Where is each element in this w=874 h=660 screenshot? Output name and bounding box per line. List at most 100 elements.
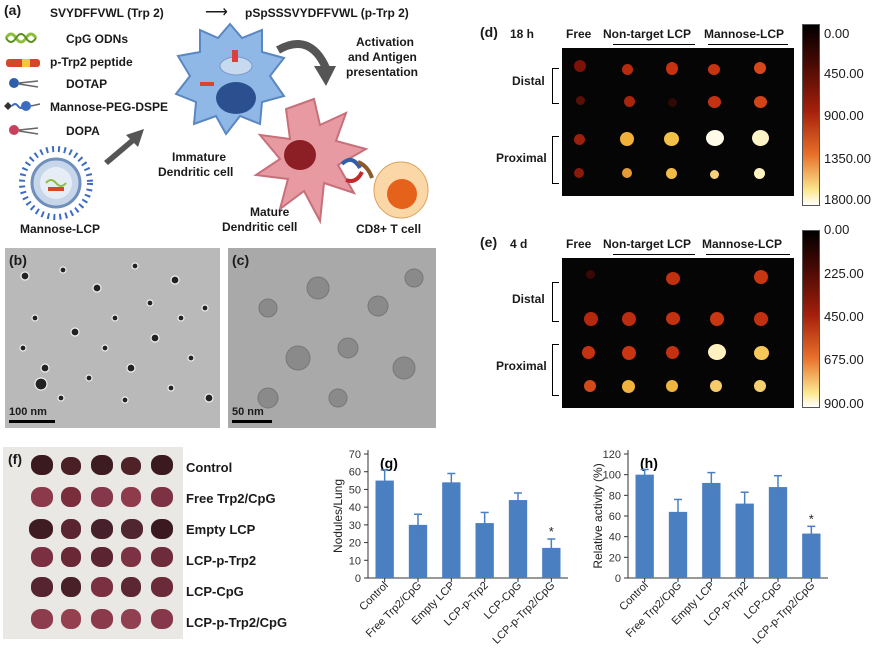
dotap-icon	[9, 78, 19, 88]
panel-e-col-mannose: Mannose-LCP	[702, 237, 783, 251]
panel-e-mannose-line	[706, 254, 790, 255]
chart-g-bar	[442, 482, 461, 578]
chart-h-ytick-label: 40	[609, 532, 621, 544]
activation-label-1: Activation	[356, 35, 415, 49]
chart-g-significance-star: *	[549, 524, 554, 539]
panel-e-proximal-bracket	[552, 344, 559, 396]
immature-label-2: Dendritic cell	[158, 165, 234, 179]
panel-d-colorbar-tick-4: 1800.00	[824, 192, 871, 207]
panel-d-distal-bracket	[552, 68, 559, 104]
panel-d-letter: (d)	[480, 24, 498, 40]
chart-h-bar	[768, 487, 788, 578]
cpg-odn-icon	[4, 32, 38, 44]
panel-e-colorbar-tick-2: 450.00	[824, 309, 864, 324]
chart-h-ytick-label: 20	[609, 552, 621, 564]
chart-g-ytick-label: 30	[349, 520, 361, 532]
mature-label-1: Mature	[250, 205, 290, 219]
tem-particles-c	[257, 268, 424, 409]
panel-e-col-nontarget: Non-target LCP	[603, 237, 691, 251]
panel-e-colorbar-tick-4: 900.00	[824, 396, 864, 411]
panel-e-row-distal: Distal	[512, 292, 545, 306]
chart-g-ytick-label: 60	[349, 467, 361, 479]
panel-d-colorbar-tick-2: 900.00	[824, 108, 864, 123]
panel-e-nontarget-line	[613, 254, 695, 255]
panel-d-mannose-line	[708, 44, 788, 45]
panel-d-nontarget-line	[613, 44, 695, 45]
panel-d-col-nontarget: Non-target LCP	[603, 27, 691, 41]
tcell-label: CD8+ T cell	[356, 222, 422, 236]
panel-d-row-proximal: Proximal	[496, 151, 547, 165]
activation-label-2: and Antigen	[348, 50, 417, 64]
mature-dendritic-cell-icon	[253, 97, 369, 225]
mannose-lcp-particle-icon	[19, 146, 93, 220]
scale-bar-b	[9, 420, 55, 423]
chart-h-xtick-label: LCP-p-Trp2/CpG	[750, 580, 817, 647]
panel-e-colorbar-tick-1: 225.00	[824, 266, 864, 281]
chart-g-ytick-label: 50	[349, 484, 361, 496]
tem-image-c: (c) 50 nm	[228, 248, 436, 428]
activation-arrow-icon	[276, 40, 336, 86]
legend-ptrp2: p-Trp2 peptide	[50, 55, 133, 69]
chart-g-panel-letter: (g)	[380, 455, 398, 471]
panel-d-colorbar-tick-1: 450.00	[824, 66, 864, 81]
chart-h-bar	[702, 482, 721, 578]
panel-b-letter: (b)	[9, 252, 27, 268]
chart-g-ytick-label: 70	[349, 449, 361, 461]
panel-e-colorbar	[802, 230, 820, 408]
panel-e-fluorescence-image	[562, 258, 794, 408]
legend-cpg: CpG ODNs	[66, 32, 129, 46]
dopa-icon	[9, 125, 19, 135]
chart-h-panel-letter: (h)	[640, 455, 658, 471]
tcr-mhc-icon	[340, 157, 374, 183]
chart-g-bar	[508, 500, 528, 578]
chart-g-bar	[375, 480, 394, 578]
panel-e-colorbar-tick-3: 675.00	[824, 352, 864, 367]
chart-g-ytick-label: 0	[355, 573, 361, 585]
chart-g-ytick-label: 40	[349, 502, 361, 514]
panel-e-col-free: Free	[566, 237, 592, 251]
chart-g-bar	[475, 523, 494, 578]
chart-h-bar	[802, 533, 821, 578]
chart-g: (g)010203040506070Nodules/LungControlFre…	[331, 449, 568, 647]
panel-a: (a) SVYDFFVWL (Trp 2) ⟶ pSpSSSVYDFFVWL (…	[0, 0, 430, 245]
peptide-ptrp2-label: pSpSSSVYDFFVWL (p-Trp 2)	[245, 6, 409, 20]
tem-particles-b	[19, 262, 214, 404]
panel-e-distal-bracket	[552, 282, 559, 322]
panel-f-lung-photo: (f)	[3, 447, 183, 639]
chart-g-y-label: Nodules/Lung	[331, 479, 345, 553]
panel-d-col-mannose: Mannose-LCP	[704, 27, 785, 41]
activation-label-3: presentation	[346, 65, 419, 79]
panel-d-row-distal: Distal	[512, 74, 545, 88]
panel-f-row-5: LCP-p-Trp2/CpG	[186, 615, 288, 630]
panel-f-letter: (f)	[8, 451, 22, 467]
chart-h-ytick-label: 100	[603, 470, 621, 482]
cd8-t-cell-icon	[373, 161, 429, 219]
panel-d-proximal-bracket	[552, 136, 559, 184]
chart-h-ytick-label: 0	[615, 573, 621, 585]
immature-label-1: Immature	[172, 150, 227, 164]
mannose-lcp-label: Mannose-LCP	[20, 222, 101, 236]
chart-g-ytick-label: 10	[349, 555, 361, 567]
chart-h-bar	[635, 474, 654, 578]
chart-g-bar	[542, 547, 561, 578]
mature-label-2: Dendritic cell	[222, 220, 298, 234]
panel-d-colorbar-tick-3: 1350.00	[824, 151, 871, 166]
panel-a-letter: (a)	[4, 2, 22, 18]
peptide-trp2-label: SVYDFFVWL (Trp 2)	[50, 6, 164, 20]
panel-d-col-free: Free	[566, 27, 592, 41]
legend-icons	[4, 32, 41, 135]
chart-g-ytick-label: 20	[349, 538, 361, 550]
panel-c-letter: (c)	[232, 252, 250, 268]
legend-dotap: DOTAP	[66, 77, 108, 91]
panel-e-letter: (e)	[480, 234, 498, 250]
chart-g-bar	[408, 524, 428, 578]
legend-dopa: DOPA	[66, 124, 100, 138]
chart-h-ytick-label: 80	[609, 490, 621, 502]
panel-e-colorbar-tick-0: 0.00	[824, 222, 850, 237]
chart-h-bar	[735, 503, 754, 578]
panel-f-row-0: Control	[186, 460, 233, 475]
panel-e-row-proximal: Proximal	[496, 359, 547, 373]
mannose-peg-dspe-icon	[4, 101, 41, 111]
scale-label-c: 50 nm	[232, 406, 264, 418]
chart-h-significance-star: *	[809, 511, 814, 526]
